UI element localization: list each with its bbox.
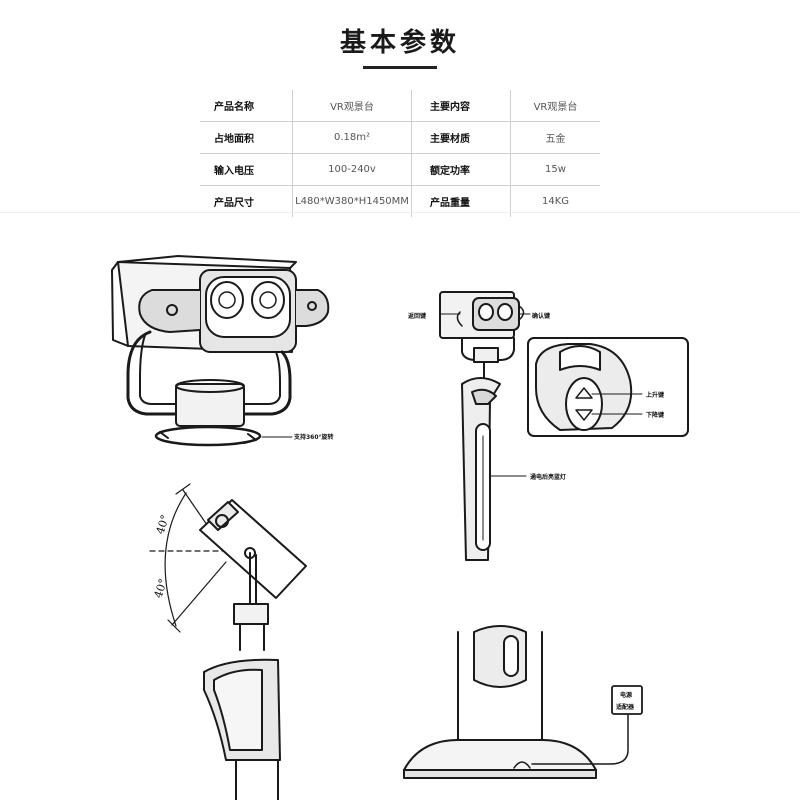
rotate-label: 支持360°旋转 bbox=[294, 434, 334, 441]
spec-value: VR观景台 bbox=[510, 90, 600, 122]
blue-light-label: 通电后亮蓝灯 bbox=[530, 474, 567, 481]
back-key-label: 返回键 bbox=[408, 313, 427, 320]
viewer-head-drawing bbox=[111, 255, 330, 447]
spec-value: 0.18m² bbox=[292, 121, 412, 154]
table-row: 产品尺寸 L480*W380*H1450MM 产品重量 14KG bbox=[200, 185, 600, 217]
spec-value: VR观景台 bbox=[292, 90, 412, 122]
up-key-label: 上升键 bbox=[646, 392, 665, 399]
spec-table: 产品名称 VR观景台 主要内容 VR观景台 占地面积 0.18m² 主要材质 五… bbox=[200, 90, 600, 217]
confirm-key-label: 确认键 bbox=[532, 313, 551, 320]
adapter-label-line2: 适配器 bbox=[616, 704, 635, 711]
spec-label: 产品名称 bbox=[200, 90, 293, 122]
spec-label: 占地面积 bbox=[200, 121, 293, 154]
spec-label: 输入电压 bbox=[200, 153, 293, 186]
spec-label: 产品尺寸 bbox=[214, 198, 254, 209]
spec-label: 产品重量 bbox=[430, 198, 470, 209]
title-underline bbox=[363, 66, 437, 69]
spec-value: 100-240v bbox=[292, 153, 412, 186]
spec-value: 14KG bbox=[510, 185, 600, 217]
spec-label: 主要内容 bbox=[411, 90, 511, 122]
spec-value: 五金 bbox=[510, 121, 600, 154]
adapter-label-line1: 电源 bbox=[620, 692, 633, 699]
section-divider bbox=[0, 212, 800, 213]
spec-label: 额定功率 bbox=[411, 153, 511, 186]
table-row: 占地面积 0.18m² 主要材质 五金 bbox=[200, 121, 600, 154]
stand-front-drawing bbox=[403, 291, 689, 779]
down-key-label: 下降键 bbox=[646, 412, 665, 419]
tilt-angle-drawing bbox=[149, 483, 307, 800]
spec-value: L480*W380*H1450MM bbox=[292, 185, 412, 217]
table-row: 输入电压 100-240v 额定功率 15w bbox=[200, 153, 600, 186]
spec-value: 15w bbox=[510, 153, 600, 186]
page-title: 基本参数 bbox=[339, 28, 460, 58]
table-row: 产品名称 VR观景台 主要内容 VR观景台 bbox=[200, 90, 600, 122]
spec-label: 主要材质 bbox=[411, 121, 511, 154]
